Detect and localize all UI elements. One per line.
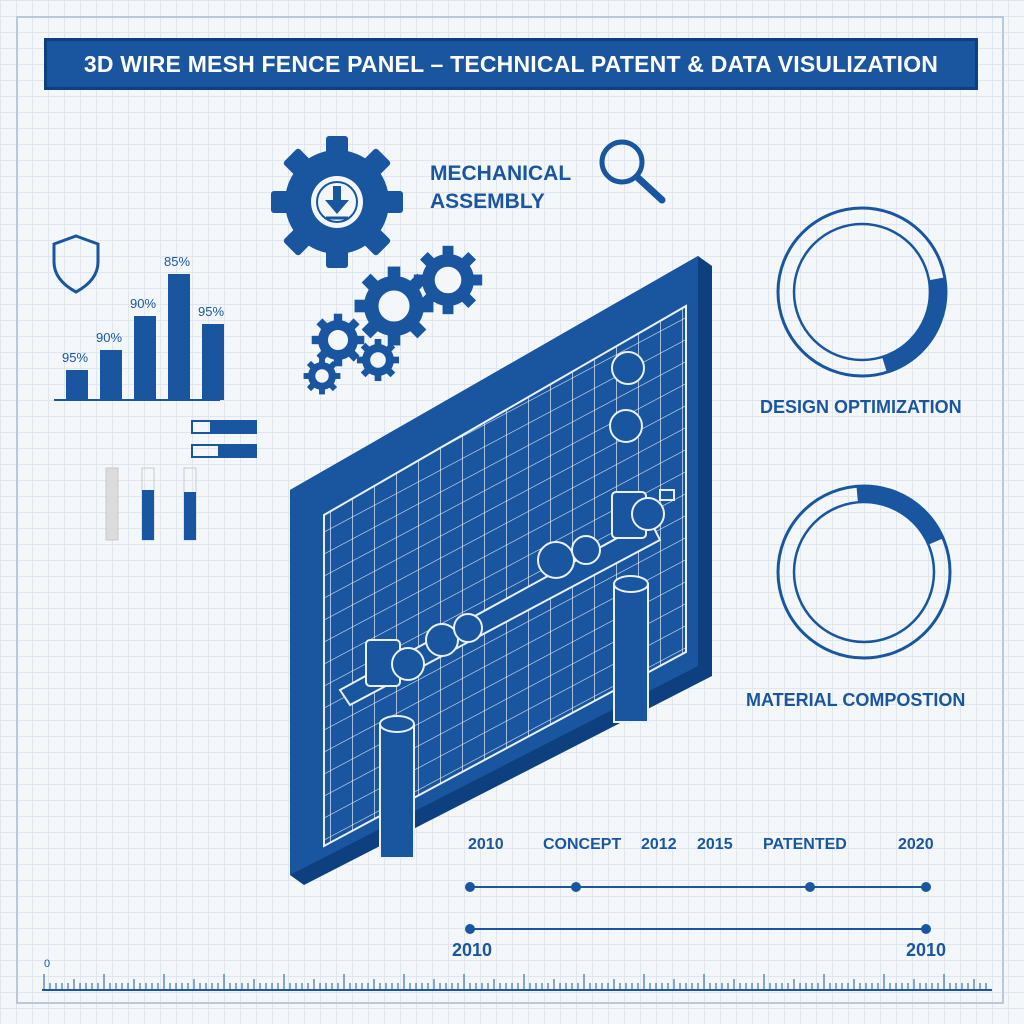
wire-mesh-fence-panel — [290, 256, 712, 885]
magnifier-icon — [599, 139, 666, 204]
bar-5 — [202, 324, 224, 400]
bar-data-label: 90% — [96, 330, 123, 345]
small-gear-icon — [413, 245, 483, 315]
bar-2 — [100, 350, 122, 400]
bar-4 — [168, 274, 190, 400]
timeline-label: 2020 — [898, 836, 934, 853]
fence-post — [379, 715, 415, 859]
material-composition-donut — [776, 484, 952, 660]
mechanical-assembly-label-1: MECHANICAL — [430, 162, 572, 185]
timeline-label: 2015 — [697, 836, 733, 853]
small-gear-icon — [356, 338, 400, 382]
design-optimization-donut — [776, 206, 948, 378]
design-optimization-label: DESIGN OPTIMIZATION — [760, 397, 962, 417]
drawing-frame — [16, 16, 1004, 1004]
donut-slice-highlight — [856, 486, 944, 545]
timeline-label: PATENTED — [763, 836, 847, 853]
horizontal-progress-bars — [191, 420, 257, 458]
mechanical-assembly-label-2: ASSEMBLY — [430, 190, 545, 213]
bar-1 — [66, 370, 88, 400]
timeline-bottom — [465, 924, 931, 934]
bar-data-label: 95% — [62, 350, 89, 365]
fence-post — [613, 575, 649, 723]
timeline-label: CONCEPT — [543, 836, 622, 853]
timeline-end-year: 2010 — [906, 940, 947, 960]
bar-data-label: 95% — [198, 304, 225, 319]
hinge-mechanism — [338, 351, 675, 707]
donut-inner-ring — [792, 500, 936, 644]
vertical-level-bars — [105, 467, 197, 541]
timeline-top — [465, 882, 931, 892]
ruler-zero-label: 0 — [44, 958, 51, 970]
gear-cluster — [303, 245, 483, 395]
page-title: 3D WIRE MESH FENCE PANEL – TECHNICAL PAT… — [83, 50, 939, 77]
bar-data-label: 85% — [164, 254, 191, 269]
bar-data-label: 90% — [130, 296, 157, 311]
small-gear-icon — [303, 357, 341, 395]
title-banner: 3D WIRE MESH FENCE PANEL – TECHNICAL PAT… — [44, 38, 978, 90]
bar-chart — [66, 274, 224, 400]
bar-3 — [134, 316, 156, 400]
download-arrow-icon — [325, 186, 349, 220]
donut-inner-ring — [792, 222, 932, 362]
timeline-start-year: 2010 — [452, 940, 493, 960]
timeline-label: 2010 — [468, 836, 504, 853]
donut-slice-highlight — [881, 277, 946, 373]
material-composition-label: MATERIAL COMPOSTION — [746, 690, 966, 710]
timeline-label: 2012 — [641, 836, 677, 853]
shield-icon — [52, 234, 100, 294]
ruler-scale — [42, 974, 992, 991]
